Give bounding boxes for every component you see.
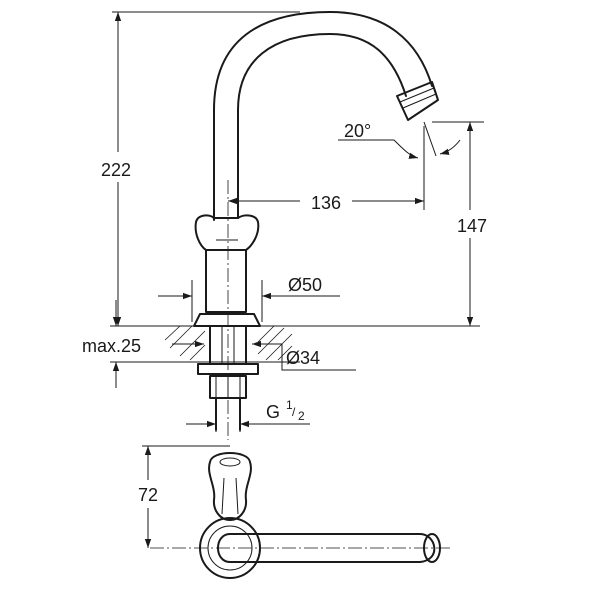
faucet-base xyxy=(193,313,261,327)
spout-outer xyxy=(213,11,433,221)
total-height-label: 222 xyxy=(101,160,131,180)
faucet-body xyxy=(205,249,247,313)
countertop-hatching-right xyxy=(257,325,293,361)
dimension-thread: G 1 / 2 xyxy=(186,398,310,432)
max-thickness-label: max.25 xyxy=(82,336,141,356)
faucet-front-view xyxy=(110,11,480,440)
spout-height-label: 147 xyxy=(457,216,487,236)
thread-fraction-numerator: 1 xyxy=(286,398,293,412)
dimension-spout-height: 147 xyxy=(432,121,502,326)
spout-reach-label: 136 xyxy=(311,193,341,213)
hole-diameter-label: Ø34 xyxy=(286,348,320,368)
spout-angle-label: 20° xyxy=(344,121,371,141)
spout-aerator xyxy=(396,81,439,121)
faucet-top-view xyxy=(150,452,450,579)
dimension-spout-angle: 20° xyxy=(338,121,461,159)
body-diameter-label: Ø50 xyxy=(288,275,322,295)
handle-indicator xyxy=(219,457,241,467)
thread-fraction-denominator: 2 xyxy=(298,409,305,423)
dimension-max-thickness: max.25 xyxy=(82,300,141,388)
dimension-hole-diameter: Ø34 xyxy=(172,340,356,371)
spout-inner xyxy=(237,33,407,219)
dimension-top-view-height: 72 xyxy=(126,445,230,548)
dimension-spout-reach: 136 xyxy=(228,126,425,214)
countertop-hatching-left xyxy=(164,325,206,361)
dimension-body-diameter: Ø50 xyxy=(158,275,340,322)
top-view-height-label: 72 xyxy=(138,485,158,505)
thread-fraction-slash: / xyxy=(292,405,296,419)
handle-knob xyxy=(208,452,252,521)
dimension-total-height: 222 xyxy=(86,11,300,326)
thread-label: G xyxy=(266,402,280,422)
handle-cap xyxy=(194,214,260,251)
